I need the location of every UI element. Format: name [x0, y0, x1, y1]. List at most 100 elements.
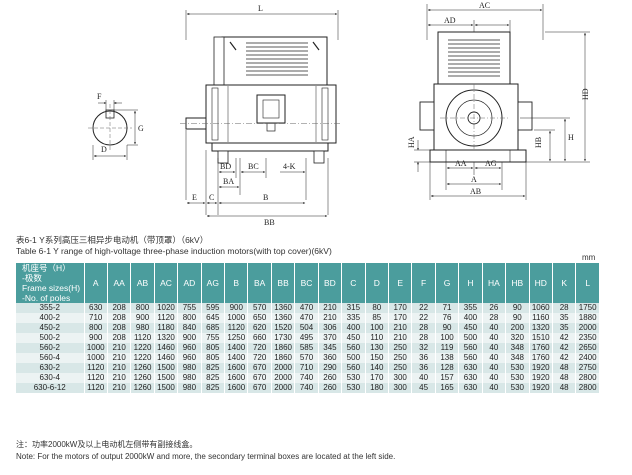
- column-header: AC: [154, 263, 179, 303]
- front-label-ac: AC: [479, 1, 490, 10]
- front-label-hb: HB: [534, 137, 543, 148]
- dimension-cell: 1120: [84, 383, 108, 393]
- dimension-cell: 210: [318, 303, 343, 313]
- dimension-cell: 980: [177, 363, 202, 373]
- dimension-cell: 170: [388, 303, 413, 313]
- dimension-cell: 630: [458, 363, 483, 373]
- dimension-cell: 2800: [575, 383, 600, 393]
- dimension-cell: 250: [388, 353, 413, 363]
- dimension-cell: 28: [411, 323, 436, 333]
- dimension-cell: 1600: [224, 373, 249, 383]
- front-label-hd: HD: [581, 88, 590, 100]
- dimension-cell: 1120: [84, 373, 108, 383]
- column-header: AA: [107, 263, 132, 303]
- dimension-cell: 2400: [575, 353, 600, 363]
- dimension-cell: 48: [552, 373, 577, 383]
- dimension-cell: 306: [318, 323, 343, 333]
- dimension-cell: 720: [247, 343, 272, 353]
- side-view: L: [180, 4, 342, 227]
- dimension-cell: 90: [505, 303, 530, 313]
- dimension-cell: 530: [341, 373, 366, 383]
- dimension-cell: 840: [177, 323, 202, 333]
- dimension-cell: 300: [388, 373, 413, 383]
- shaft-label-f: F: [97, 92, 102, 101]
- frame-size-cell: 400-2: [16, 313, 85, 323]
- side-label-e: E: [192, 193, 197, 202]
- dimension-cell: 1920: [529, 383, 553, 393]
- front-label-a: A: [471, 175, 477, 184]
- dimension-cell: 1220: [130, 343, 155, 353]
- dimension-cell: 128: [435, 363, 460, 373]
- dimension-cell: 805: [201, 343, 226, 353]
- front-label-ag: AG: [485, 159, 497, 168]
- dimension-cell: 800: [84, 323, 108, 333]
- dimension-cell: 1860: [271, 343, 296, 353]
- column-header: E: [388, 263, 413, 303]
- dimension-cell: 960: [177, 343, 202, 353]
- dimension-cell: 36: [411, 353, 436, 363]
- column-header: A: [84, 263, 108, 303]
- dimension-cell: 1000: [224, 313, 249, 323]
- table-caption-english: Table 6-1 Y range of high-voltage three-…: [16, 246, 332, 256]
- dimension-cell: 805: [201, 353, 226, 363]
- column-header: BA: [247, 263, 272, 303]
- dimension-cell: 530: [505, 373, 530, 383]
- dimension-cell: 645: [201, 313, 226, 323]
- dimension-cell: 1160: [529, 313, 553, 323]
- dimension-cell: 40: [482, 353, 507, 363]
- dimension-cell: 650: [247, 313, 272, 323]
- dimension-cell: 900: [130, 313, 155, 323]
- dimension-cell: 42: [552, 333, 577, 343]
- dimension-cell: 1600: [224, 363, 249, 373]
- dimension-cell: 2650: [575, 343, 600, 353]
- dimension-cell: 560: [341, 343, 366, 353]
- dimension-cell: 42: [552, 353, 577, 363]
- dimension-cell: 28: [552, 303, 577, 313]
- dimension-cell: 504: [294, 323, 319, 333]
- frame-size-cell: 630-6-12: [16, 383, 85, 393]
- unit-label: mm: [582, 253, 596, 262]
- table-caption-chinese: 表6-1 Y系列高压三相异步电动机（带顶罩）（6kV）: [16, 235, 209, 245]
- dimension-cell: 345: [318, 343, 343, 353]
- dimension-cell: 825: [201, 373, 226, 383]
- dimension-cell: 85: [365, 313, 389, 323]
- dimension-cell: 250: [388, 343, 413, 353]
- dimension-cell: 630: [84, 303, 108, 313]
- front-label-aa: AA: [455, 159, 467, 168]
- side-label-bd: BD: [220, 162, 231, 171]
- dimension-cell: 450: [341, 333, 366, 343]
- dimension-cell: 530: [505, 363, 530, 373]
- dimension-cell: 210: [388, 323, 413, 333]
- dimension-cell: 208: [107, 303, 132, 313]
- dimension-cell: 35: [552, 313, 577, 323]
- dimension-cell: 40: [482, 323, 507, 333]
- dimension-cell: 960: [177, 353, 202, 363]
- dimension-cell: 170: [388, 313, 413, 323]
- dimension-cell: 1510: [529, 333, 553, 343]
- dimension-cell: 1220: [130, 353, 155, 363]
- shaft-label-g: G: [138, 124, 144, 133]
- dimension-cell: 1400: [224, 343, 249, 353]
- dimension-cell: 26: [482, 303, 507, 313]
- dimension-cell: 1360: [271, 313, 296, 323]
- dimension-cell: 1760: [529, 353, 553, 363]
- dimension-cell: 660: [247, 333, 272, 343]
- dimension-cell: 210: [388, 333, 413, 343]
- column-header: C: [341, 263, 366, 303]
- dimension-cell: 560: [458, 343, 483, 353]
- dimension-cell: 1260: [130, 383, 155, 393]
- dimension-cell: 28: [411, 333, 436, 343]
- dimension-cell: 40: [411, 373, 436, 383]
- dimension-cell: 80: [365, 303, 389, 313]
- column-header: K: [552, 263, 577, 303]
- front-label-h: H: [568, 133, 574, 142]
- dimension-cell: 900: [224, 303, 249, 313]
- dimension-cell: 1500: [154, 373, 179, 383]
- dimension-cell: 595: [201, 303, 226, 313]
- dimension-cell: 22: [411, 303, 436, 313]
- dimension-cell: 40: [482, 343, 507, 353]
- dimension-cell: 400: [458, 313, 483, 323]
- dimension-cell: 35: [552, 323, 577, 333]
